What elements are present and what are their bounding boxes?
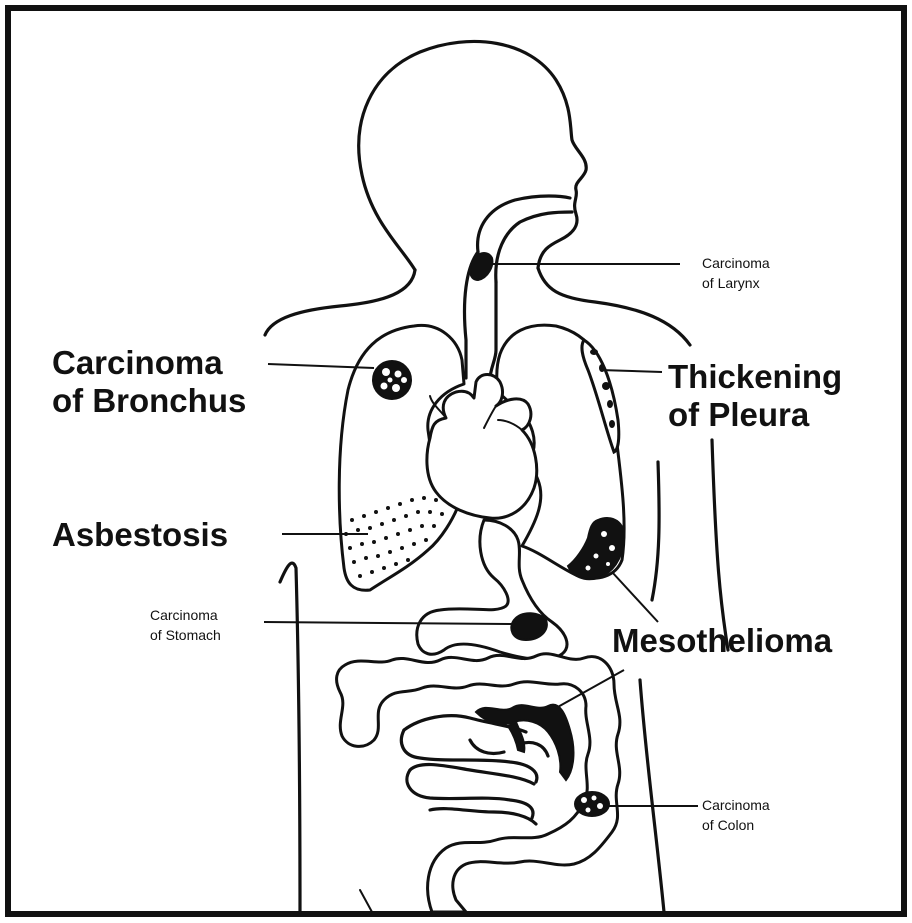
label-carcinoma-of-stomach-line1: Carcinoma [150,607,218,623]
right-arm-outline [712,440,728,650]
right-torso-inner-line [652,462,659,600]
label-thickening-of-pleura-line2: of Pleura [668,396,810,433]
label-carcinoma-of-colon-line1: Carcinoma [702,797,770,813]
label-carcinoma-of-stomach-line2: of Stomach [150,627,221,643]
label-carcinoma-of-colon-line2: of Colon [702,817,754,833]
right-lower-torso [640,680,664,912]
bronchus-tumor [373,361,411,399]
stomach-tumor [511,613,547,640]
label-carcinoma-of-bronchus-line1: Carcinoma [52,344,223,381]
peritoneal-mesothelioma-strand [508,722,524,752]
head-outline [359,41,586,270]
left-hip-mark [360,890,372,912]
small-intestine [401,716,548,824]
colon-tumor [575,792,609,816]
label-asbestosis: Asbestosis [52,516,228,553]
label-mesothelioma: Mesothelioma [612,622,833,659]
nasal-airway-lower [496,212,572,282]
label-thickening-of-pleura-line1: Thickening [668,358,842,395]
label-carcinoma-of-larynx-line1: Carcinoma [702,255,770,271]
label-carcinoma-of-larynx-line2: of Larynx [702,275,760,291]
large-intestine [337,654,620,912]
leader-pleura [600,370,662,372]
left-shoulder-outline [265,270,415,335]
label-carcinoma-of-bronchus-line2: of Bronchus [52,382,246,419]
trachea-right-wall [490,282,496,380]
left-torso-outline [280,563,300,912]
